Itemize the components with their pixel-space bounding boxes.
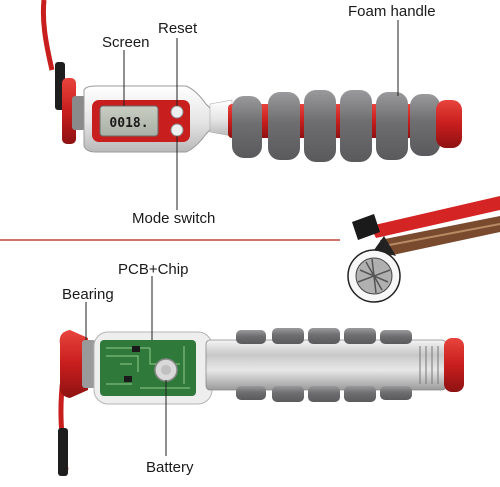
rope-end-tip [352, 214, 380, 240]
rope-top [40, 0, 55, 71]
label-screen: Screen [102, 34, 150, 51]
label-bearing: Bearing [62, 286, 114, 303]
steel-tube [205, 339, 447, 391]
metal-collar-top [72, 96, 86, 130]
chip [132, 346, 140, 352]
foam-segments [232, 90, 440, 162]
lcd-readout: 0018. [109, 116, 148, 131]
lcd-screen [99, 105, 159, 137]
bottom-handle [58, 328, 464, 476]
mode-button[interactable] [170, 123, 184, 137]
label-mode-switch: Mode switch [132, 210, 216, 227]
reset-button[interactable] [170, 105, 184, 119]
end-cap-bottom [444, 338, 464, 392]
label-pcb-chip: PCB+Chip [118, 261, 189, 278]
rope-cross-section [347, 196, 500, 303]
label-reset: Reset [158, 20, 198, 37]
end-cap-top [436, 100, 462, 148]
bearing-housing-bottom [59, 330, 88, 398]
label-foam-handle: Foam handle [348, 3, 436, 20]
rope-red-sheath [370, 196, 500, 238]
label-battery: Battery [146, 459, 194, 476]
foam-segments-cutaway [236, 328, 412, 402]
callout-lines [85, 20, 399, 456]
bearing [82, 340, 96, 388]
top-handle: 0018. [40, 0, 462, 162]
